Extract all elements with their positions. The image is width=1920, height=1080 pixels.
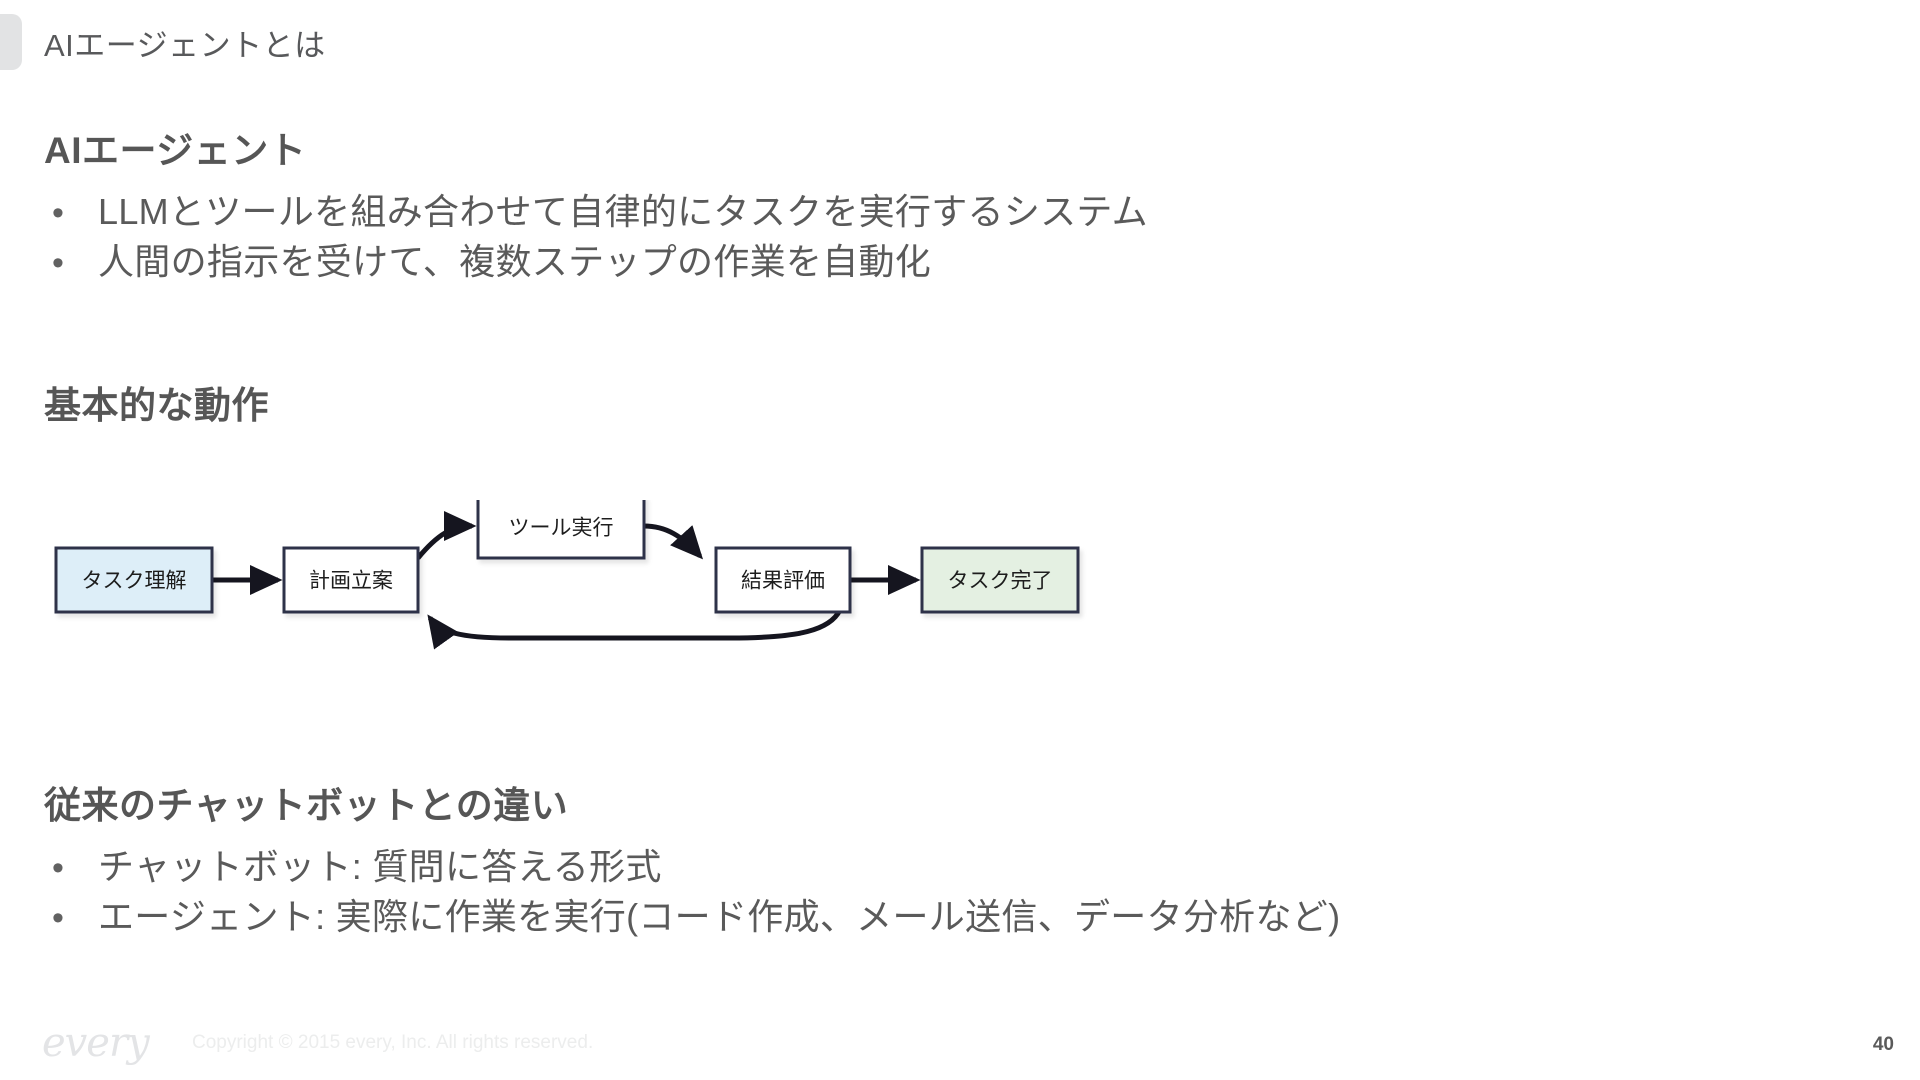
list-item-text: チャットボット: 質問に答える形式 [98,846,662,887]
edge-plan-making-to-tool-execution [416,511,477,560]
diagram-node-label: 結果評価 [741,570,825,593]
list-item-text: エージェント: 実際に作業を実行(コード作成、メール送信、データ分析など) [98,895,1341,937]
bullet-marker-icon: • [52,898,64,937]
diagram-node-tool-execution: ツール実行 [476,500,646,560]
diagram-node-label: タスク理解 [82,570,187,593]
page-title: AIエージェントとは [44,28,326,63]
bullet-list-difference: • チャットボット: 質問に答える形式 • エージェント: 実際に作業を実行(コ… [52,845,1340,945]
diagram-node-label: ツール実行 [509,517,614,540]
diagram-node-plan-making: 計画立案 [282,546,420,614]
list-item: • チャットボット: 質問に答える形式 [52,845,1340,889]
list-item: • 人間の指示を受けて、複数ステップの作業を自動化 [52,240,1148,284]
diagram-node-label: 計画立案 [309,570,393,593]
rounded-tab-marker-icon [0,14,22,70]
section-heading-flow: 基本的な動作 [44,385,269,426]
list-item: • エージェント: 実際に作業を実行(コード作成、メール送信、データ分析など) [52,895,1340,939]
bullet-marker-icon: • [52,243,64,282]
edge-result-evaluation-to-plan-making-feedback [427,608,843,650]
diagram-node-task-complete: タスク完了 [920,546,1080,614]
process-flow-diagram: タスク理解 計画立案 ツール実行 結果評価 タスク完了 [40,500,1160,660]
slide-footer: every Copyright © 2015 every, Inc. All r… [0,1010,1920,1080]
page-number: 40 [1872,1034,1894,1055]
section-heading-agent: AIエージェント [44,130,307,171]
copyright-text: Copyright © 2015 every, Inc. All rights … [192,1032,594,1053]
diagram-node-label: タスク完了 [948,570,1053,593]
slide-header: AIエージェントとは [0,0,1920,86]
every-logo: every [42,1020,150,1066]
list-item-text: LLMとツールを組み合わせて自律的にタスクを実行するシステム [98,191,1148,232]
bullet-marker-icon: • [52,849,64,887]
diagram-node-result-evaluation: 結果評価 [714,546,852,614]
edge-tool-execution-to-result-evaluation [643,523,704,560]
section-heading-difference: 従来のチャットボットとの違い [44,785,569,826]
diagram-node-task-understanding: タスク理解 [54,546,214,614]
list-item: • LLMとツールを組み合わせて自律的にタスクを実行するシステム [52,190,1148,234]
bullet-marker-icon: • [52,194,64,232]
bullet-list-agent: • LLMとツールを組み合わせて自律的にタスクを実行するシステム • 人間の指示… [52,190,1148,290]
list-item-text: 人間の指示を受けて、複数ステップの作業を自動化 [98,240,932,282]
